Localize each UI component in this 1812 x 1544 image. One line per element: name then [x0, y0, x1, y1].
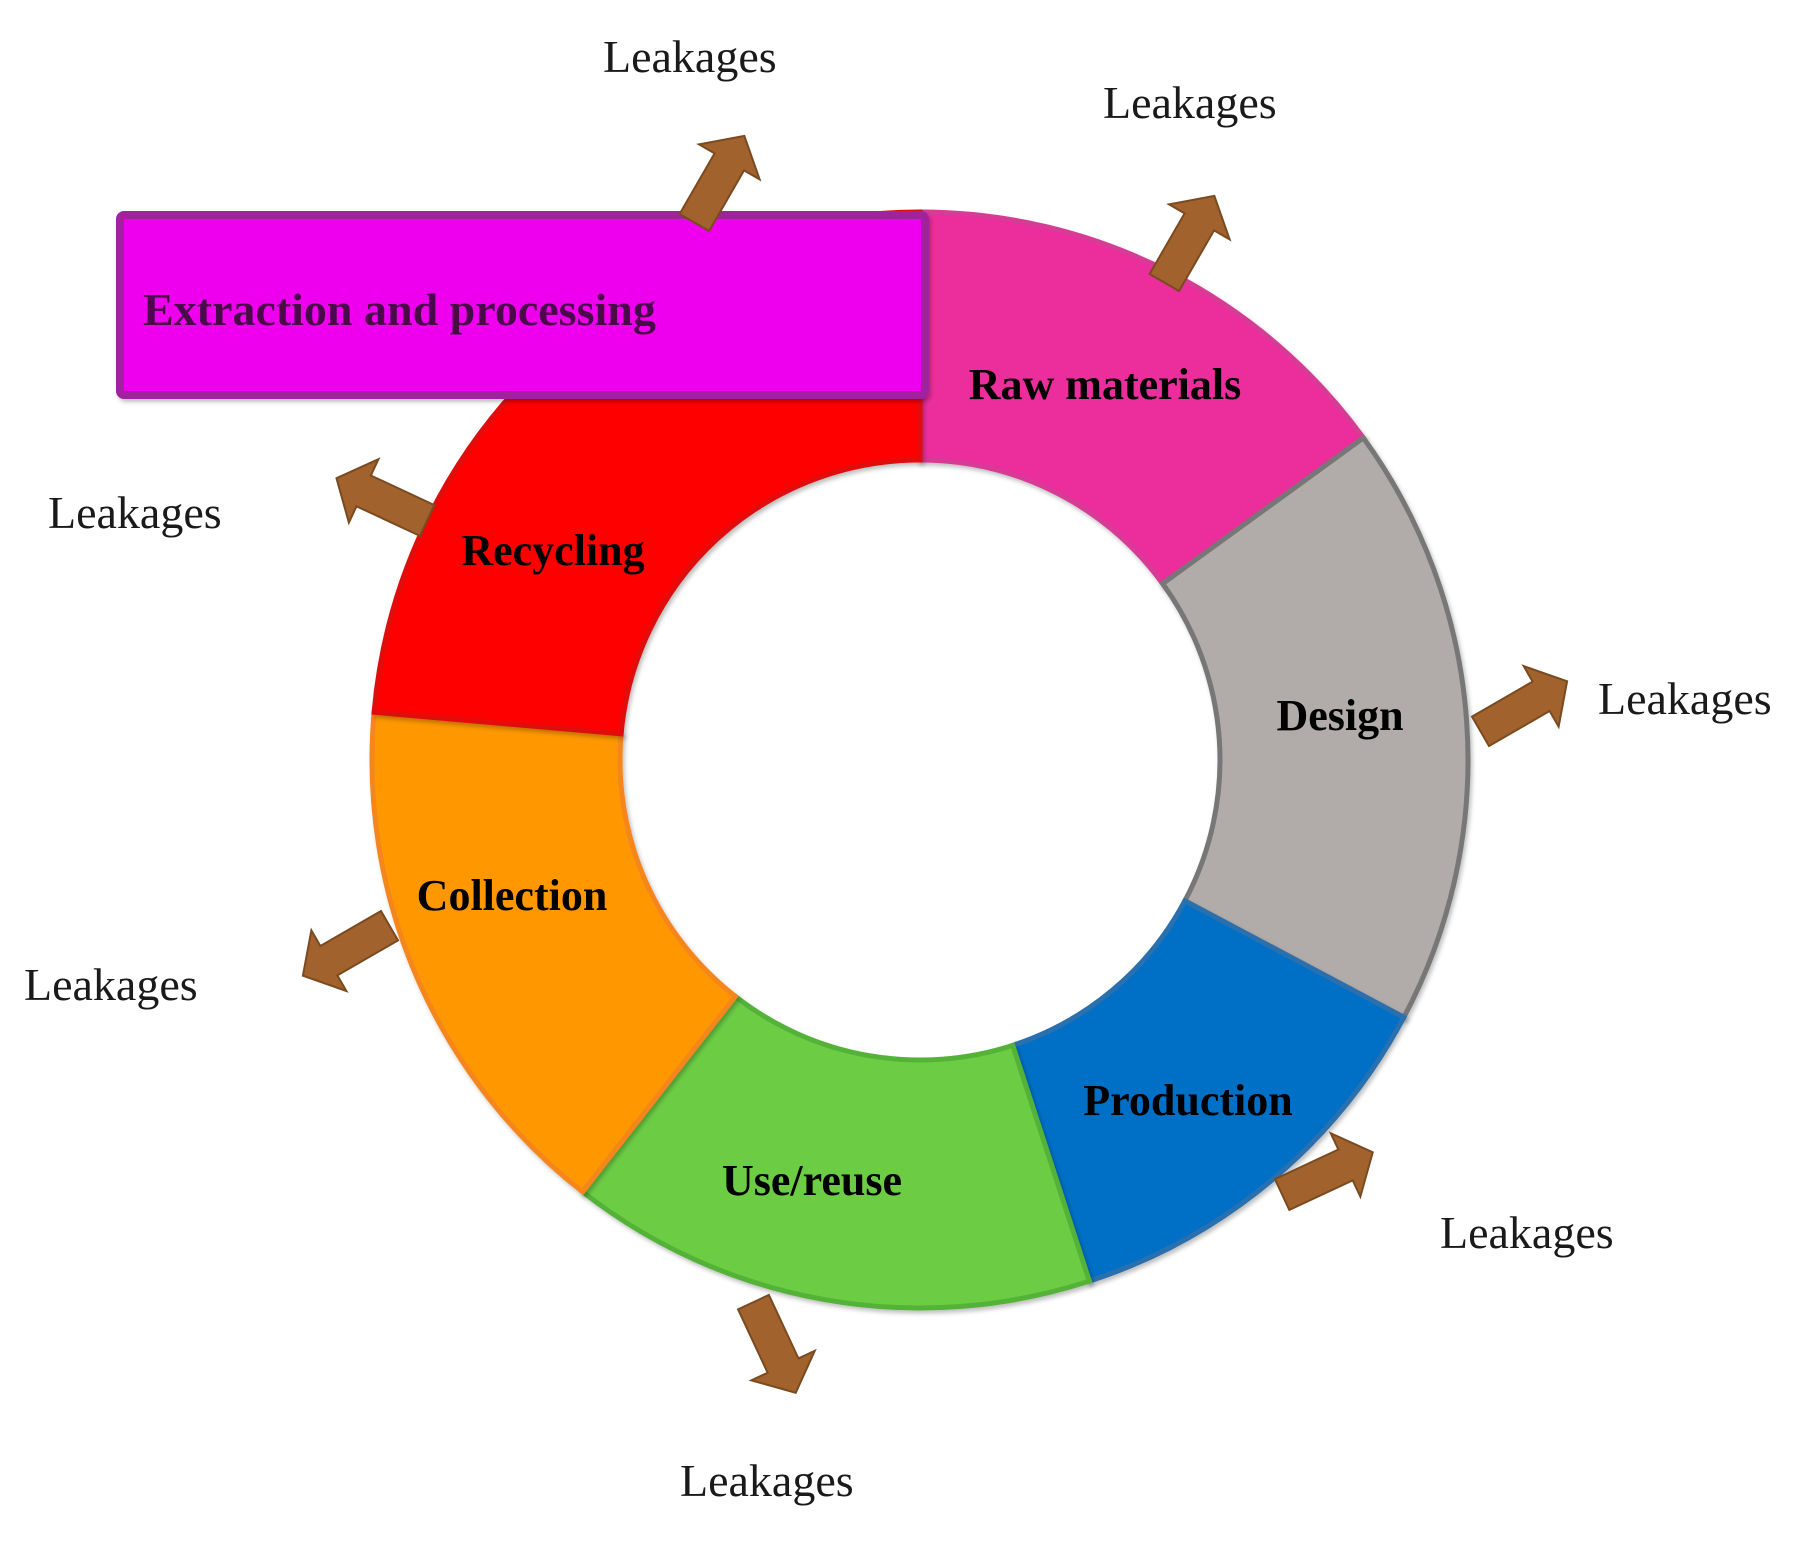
extraction-box-label: Extraction and processing [143, 284, 656, 335]
leakage-label-production: Leakages [1440, 1207, 1614, 1258]
leakage-label-top: Leakages [603, 31, 777, 82]
segment-raw-materials [917, 209, 1367, 588]
segment-use-reuse [579, 992, 1093, 1311]
leakage-labels: Leakages Leakages Leakages Leakages Leak… [24, 31, 1772, 1506]
extraction-box-rect [116, 211, 929, 399]
segment-production [1009, 897, 1408, 1285]
segment-label-use-reuse: Use/reuse [722, 1156, 902, 1205]
segment-design [1159, 434, 1471, 1021]
leakage-arrow-icon-production [1273, 1131, 1374, 1212]
leakage-label-collection: Leakages [24, 959, 198, 1010]
leakage-arrow-icon-raw-materials [1148, 194, 1232, 293]
segment-label-production: Production [1083, 1076, 1292, 1125]
segment-collection [369, 709, 739, 1196]
ring-segments [369, 209, 1471, 1311]
leakage-arrow-icon-use-reuse [736, 1293, 817, 1394]
leakage-arrows [301, 134, 1569, 1394]
leakage-label-use-reuse: Leakages [680, 1455, 854, 1506]
segment-label-raw-materials: Raw materials [969, 360, 1242, 409]
segment-labels: Raw materials Design Production Use/reus… [417, 360, 1404, 1205]
leakage-arrow-icon-recycling [335, 457, 436, 538]
leakage-arrow-icon-top [678, 134, 762, 233]
segment-label-collection: Collection [417, 871, 608, 920]
leakage-label-recycling: Leakages [48, 487, 222, 538]
segment-label-recycling: Recycling [461, 526, 644, 575]
leakage-arrow-icon-collection [301, 909, 400, 993]
leakage-arrow-icon-design [1470, 664, 1569, 748]
leakage-label-design: Leakages [1598, 673, 1772, 724]
extraction-box: Extraction and processing [116, 211, 929, 399]
leakage-label-raw-materials: Leakages [1103, 77, 1277, 128]
segment-label-design: Design [1276, 691, 1403, 740]
